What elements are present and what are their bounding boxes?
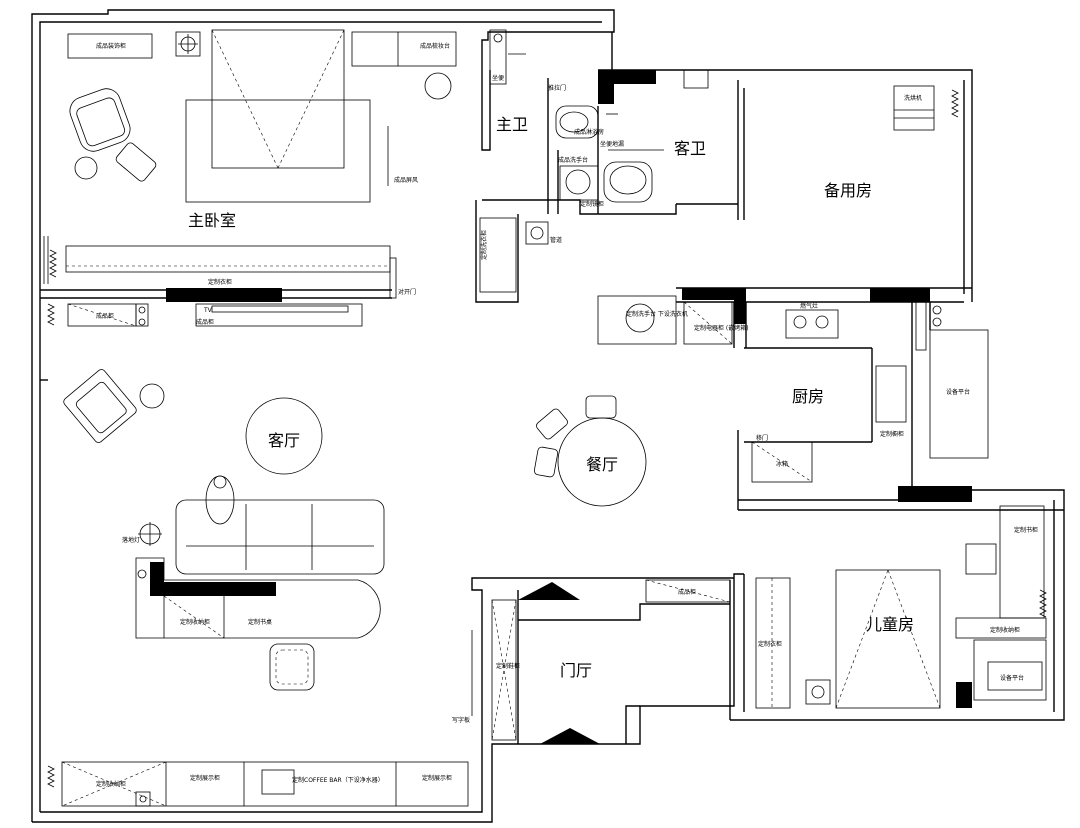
label-equipment-platform: 设备平台 (946, 388, 970, 396)
room-label-master-bath: 主卫 (496, 115, 528, 134)
label-fridge-cabinet: 定制电器柜 (嵌烤箱) (694, 324, 749, 332)
label-kids-equipment: 设备平台 (1000, 674, 1024, 682)
label-bedside-cabinet: 成品装饰柜 (96, 42, 126, 50)
label-kids-wardrobe: 定制衣柜 (758, 640, 782, 648)
bed-base (185, 99, 371, 203)
room-label-entrance-hall: 门厅 (560, 661, 592, 680)
bedside-cabinet (67, 33, 153, 59)
label-living-desk: 定制书桌 (248, 618, 272, 626)
label-coffee-bar: 定制COFFEE BAR（下设净水器） (292, 776, 384, 784)
label-vanity: 成品梳妆台 (420, 42, 450, 50)
outer-walls (31, 9, 1065, 823)
label-fridge: 冰箱 (776, 460, 788, 468)
room-label-kitchen: 厨房 (792, 387, 824, 406)
label-screen: 成品屏风 (394, 176, 418, 184)
label-writing-desk: 写字板 (452, 716, 470, 724)
label-pipe: 管道 (550, 236, 562, 244)
label-laundry-cabinet: 定制洗衣柜 (480, 230, 488, 260)
label-wc-master: 坐便 (492, 74, 504, 82)
entrance-hall-furniture: 成品柜 定制鞋柜 写字板 (452, 579, 731, 741)
label-floor-lamp: 落地灯 (122, 536, 140, 544)
label-toilet-master: 坐便地漏 (600, 140, 624, 148)
label-gas-stove: 燃气灶 (800, 302, 818, 310)
master-bath-furniture: 坐便 推拉门 成品淋浴房 坐便地漏 成品洗手台 定制镜柜 定制洗衣柜 管道 (479, 29, 664, 293)
room-label-spare-room: 备用房 (824, 181, 872, 200)
label-sliding-door: 推拉门 (548, 84, 566, 92)
label-shower-partition: 成品淋浴房 (574, 128, 604, 136)
guest-bath-furniture (603, 69, 709, 203)
label-bottom-storage: 定制收纳柜 (96, 780, 126, 788)
vanity (351, 31, 457, 67)
label-hall-cabinet: 成品柜 (678, 588, 696, 596)
label-washing-machine: 洗烘机 (904, 94, 922, 102)
wardrobe-master (65, 245, 391, 273)
label-mirror-cabinet: 定制镜柜 (580, 200, 604, 208)
label-shoe-cabinet: 定制鞋柜 (496, 662, 520, 670)
room-label-master-bedroom: 主卧室 (188, 211, 236, 230)
kitchen-furniture: 定制洗手台 下设洗衣机 定制电器柜 (嵌烤箱) 燃气灶 定制橱柜 设备平台 移门… (597, 295, 989, 483)
label-finished-cabinet: 成品柜 (96, 312, 114, 320)
dining-furniture (533, 395, 647, 507)
bed (211, 29, 345, 169)
kids-bed (835, 569, 941, 709)
room-label-kids-room: 儿童房 (866, 615, 914, 634)
label-living-storage: 定制收纳柜 (180, 618, 210, 626)
label-double-door: 对开门 (398, 288, 416, 296)
label-sink-cabinet: 定制洗手台 下设洗衣机 (626, 310, 688, 318)
armchair-living (63, 369, 137, 443)
bottom-cabinets: 定制收纳柜 定制展示柜 定制COFFEE BAR（下设净水器） 定制展示柜 (47, 761, 469, 807)
room-labels: 主卧室 主卫 客卫 备用房 厨房 客厅 餐厅 门厅 儿童房 (188, 115, 914, 680)
label-kitchen-door: 移门 (756, 434, 768, 442)
interior-walls (40, 70, 1064, 744)
label-custom-cabinet: 定制橱柜 (880, 430, 904, 438)
label-display-cabinet: 定制展示柜 (190, 774, 220, 782)
armchair-master (69, 88, 131, 152)
spare-room-furniture: 洗烘机 (893, 85, 959, 131)
room-label-dining-room: 餐厅 (586, 455, 618, 474)
master-bedroom-furniture: 成品装饰柜 成品梳妆台 成品屏风 定制衣柜 对开门 (43, 29, 457, 299)
label-display-cabinet-right: 定制展示柜 (422, 774, 452, 782)
label-kids-storage: 定制收纳柜 (990, 626, 1020, 634)
label-tv-cabinet: 成品柜 (196, 318, 214, 326)
kids-room-furniture: 定制书柜 定制衣柜 定制收纳柜 设备平台 (755, 505, 1047, 709)
sofa (175, 499, 385, 575)
room-label-living-room: 客厅 (268, 431, 300, 450)
label-kids-bookcase: 定制书柜 (1014, 526, 1038, 534)
label-tv: TV (203, 307, 213, 314)
label-wardrobe-master: 定制衣柜 (208, 278, 232, 286)
stool (424, 72, 452, 100)
room-label-guest-bath: 客卫 (674, 139, 706, 158)
label-washbasin: 成品洗手台 (558, 156, 588, 164)
living-room-furniture: 成品柜 TV 成品柜 落地灯 定制收纳柜 定 (47, 303, 385, 691)
